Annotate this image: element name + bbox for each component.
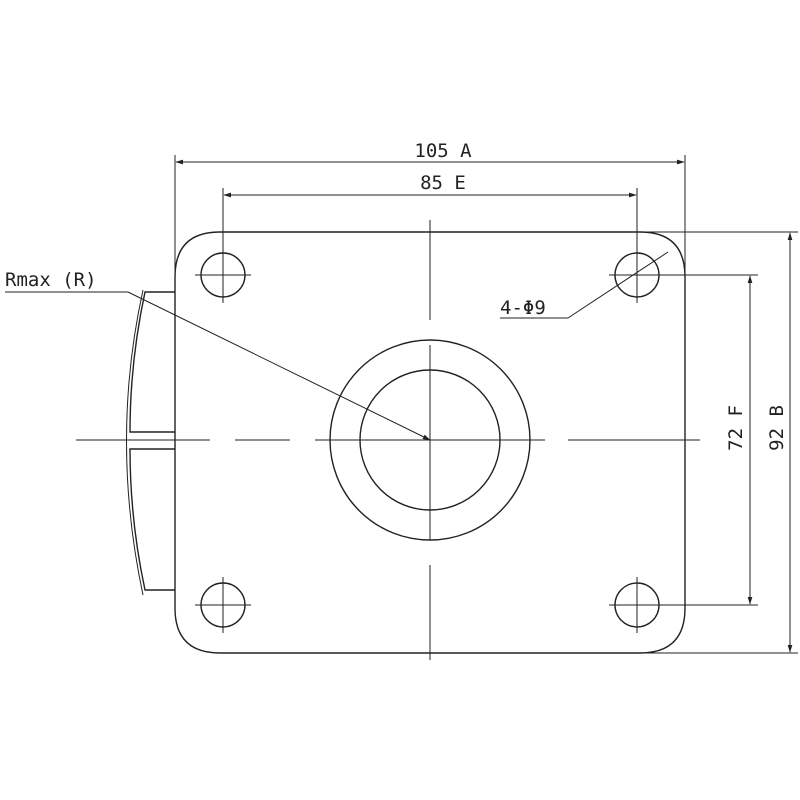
dimension-hole-spacing-x-label: 85 E [420, 172, 466, 194]
dimension-height-total: 92 B [640, 231, 798, 654]
radius-callout-label: Rmax (R) [5, 269, 97, 291]
dimension-width-total-label: 105 A [414, 140, 472, 162]
center-lines [76, 220, 700, 660]
mounting-hole-bottom-left [195, 577, 251, 633]
dimension-width-total: 105 A [174, 140, 686, 275]
dimension-hole-spacing-y-label: 72 F [725, 405, 747, 451]
leader-holes: 4-Φ9 [500, 251, 669, 319]
leader-radius: Rmax (R) [5, 269, 431, 441]
dimension-hole-spacing-y: 72 F [652, 274, 758, 606]
holes-callout-label: 4-Φ9 [500, 297, 546, 319]
dimension-height-total-label: 92 B [766, 405, 788, 451]
side-boss [126, 289, 175, 596]
mounting-hole-top-left [195, 247, 251, 303]
dimension-hole-spacing-x: 85 E [222, 172, 638, 255]
